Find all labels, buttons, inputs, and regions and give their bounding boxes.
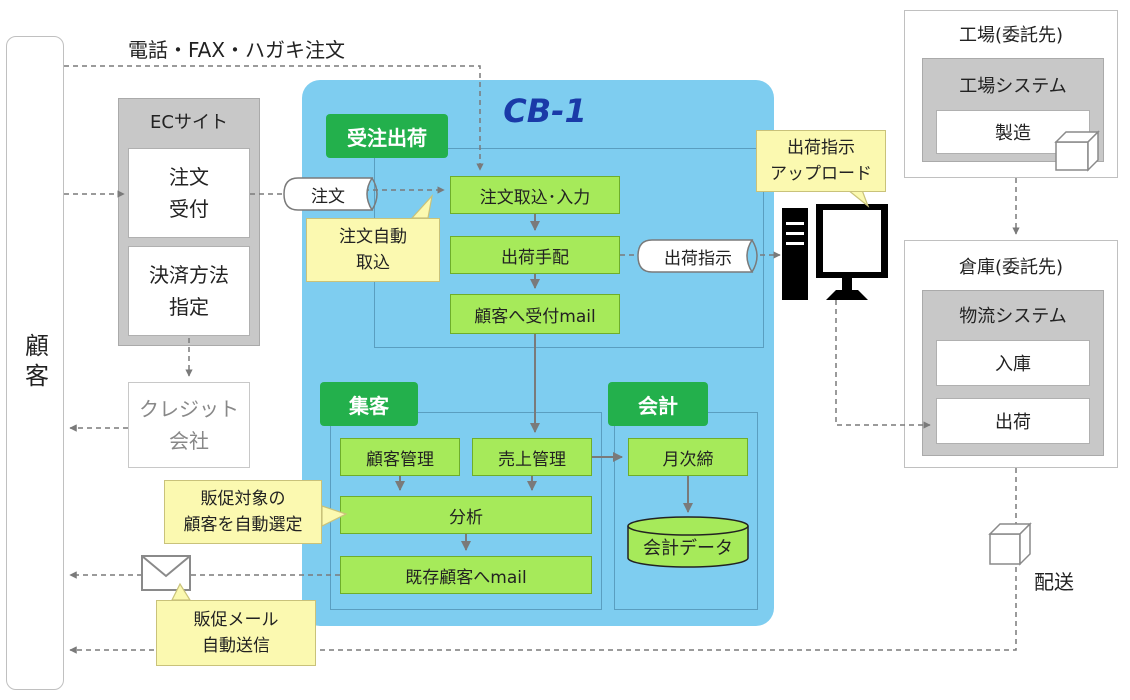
- ec-site-title: ECサイト: [150, 112, 228, 133]
- auto-send-note: 販促メール 自動送信: [156, 600, 316, 666]
- payment-box: 決済方法 指定: [128, 246, 250, 336]
- customer-mgmt-box: 顧客管理: [340, 438, 460, 476]
- order-ship-header: 受注出荷: [326, 114, 448, 158]
- accounting-data-label: 会計データ: [643, 538, 733, 559]
- upload-note: 出荷指示 アップロード: [756, 130, 886, 192]
- customer-box: 顧客: [6, 36, 64, 690]
- mail-envelope-icon: [141, 555, 191, 591]
- phone-order-label: 電話・FAX・ハガキ注文: [128, 38, 346, 62]
- package-box-icon-delivery: [988, 522, 1032, 566]
- ship-instruction-tag-label: 出荷指示: [664, 248, 732, 269]
- auto-select-note: 販促対象の 顧客を自動選定: [164, 480, 322, 544]
- upload-pointer: [846, 189, 870, 208]
- outbound-box: 出荷: [936, 398, 1090, 444]
- factory-system-title: 工場システム: [959, 76, 1067, 97]
- marketing-header: 集客: [320, 382, 418, 426]
- order-tag-label: 注文: [311, 186, 345, 207]
- auto-send-pointer: [171, 582, 192, 601]
- auto-import-note: 注文自動 取込: [306, 218, 440, 282]
- inbound-box: 入庫: [936, 340, 1090, 386]
- order-receive-box: 注文 受付: [128, 148, 250, 238]
- analysis-box: 分析: [340, 496, 592, 534]
- manufacture-box: 製造: [936, 110, 1090, 154]
- existing-mail-box: 既存顧客へmail: [340, 556, 592, 594]
- ship-arrange-box: 出荷手配: [450, 236, 620, 274]
- sales-mgmt-box: 売上管理: [472, 438, 592, 476]
- order-import-box: 注文取込･入力: [450, 176, 620, 214]
- credit-company-box: クレジット 会社: [128, 382, 250, 468]
- factory-title: 工場(委託先): [958, 25, 1064, 46]
- computer-icon: [782, 204, 888, 300]
- receipt-mail-box: 顧客へ受付mail: [450, 294, 620, 334]
- cb1-title: CB-1: [503, 92, 587, 130]
- warehouse-title: 倉庫(委託先): [958, 257, 1064, 278]
- logistics-system-title: 物流システム: [959, 306, 1067, 327]
- delivery-label: 配送: [1034, 570, 1074, 594]
- monthly-close-box: 月次締: [628, 438, 748, 476]
- accounting-header: 会計: [608, 382, 708, 426]
- customer-label: 顧客: [20, 333, 49, 393]
